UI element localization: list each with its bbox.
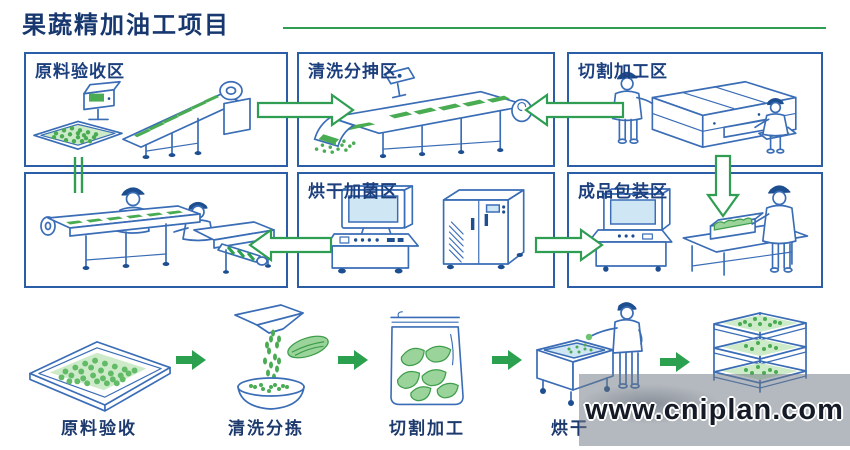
zone-cutting-processing: 切割加工区: [567, 52, 823, 167]
watermark-shadow: [579, 384, 719, 424]
step-label-raw-material: 原料验收: [61, 419, 137, 438]
cutting-machine-illustration: [611, 71, 797, 154]
zone-drying-sterilizing: 烘干加菌区: [297, 172, 555, 288]
step-label-drying: 烘干: [551, 419, 589, 438]
produce-tray-icon: [29, 341, 171, 412]
watermark-band: www.cniplan.com: [579, 374, 850, 446]
packing-station-illustration: [587, 185, 809, 276]
hopper-and-bowl-icon: [234, 304, 329, 410]
zone-label: 原料验收区: [35, 62, 125, 81]
watermark-text: www.cniplan.com: [585, 393, 844, 426]
zone-washing-sorting: 清洗分抻区: [297, 52, 555, 167]
step-label-cutting: 切割加工: [389, 419, 465, 438]
page-title: 果蔬精加油工项目: [22, 12, 230, 39]
flow-arrow-icon: [492, 350, 522, 370]
zone-finished-packing: 成品包装区: [567, 172, 823, 288]
zone-label: 烘干加菌区: [308, 182, 398, 201]
zone-raw-material-inspection: 原料验收区: [24, 52, 288, 167]
incline-conveyor-illustration: [33, 80, 251, 160]
zone-label: 成品包装区: [578, 182, 668, 201]
zone-label: 清洗分抻区: [308, 62, 398, 81]
sorting-conveyor-illustration: [40, 187, 275, 274]
flow-arrow-icon: [660, 352, 690, 372]
vegetable-bag-icon: [390, 311, 464, 406]
flow-arrow-icon: [338, 350, 368, 370]
zone-manual-sorting: [24, 172, 288, 288]
zone-label: 切割加工区: [578, 62, 668, 81]
drying-machines-illustration: [325, 185, 525, 274]
flow-arrow-icon: [176, 350, 206, 370]
title-underline: [283, 27, 826, 29]
step-label-washing-sorting: 清洗分拣: [228, 419, 304, 438]
